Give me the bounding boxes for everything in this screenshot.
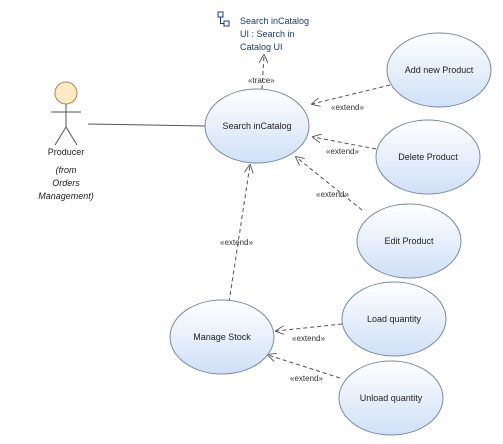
actor-note-line-1: (from bbox=[56, 165, 78, 175]
actor-left-leg bbox=[54, 126, 67, 146]
ui-component-line-3: Catalog UI bbox=[240, 42, 283, 52]
usecase-manage-stock[interactable]: Manage Stock bbox=[169, 299, 275, 375]
usecase-search[interactable]: Search inCatalog bbox=[204, 88, 310, 164]
actor-note-line-2: Orders bbox=[52, 178, 80, 188]
ui-component-line-2: UI : Search in bbox=[240, 29, 295, 39]
usecase-edit-product[interactable]: Edit Product bbox=[356, 203, 462, 279]
usecase-search-label: Search inCatalog bbox=[222, 121, 291, 131]
usecase-edit-product-label: Edit Product bbox=[384, 236, 434, 246]
extend-connector-unload[interactable] bbox=[268, 355, 341, 379]
ui-component-line-1: Search inCatalog bbox=[240, 16, 309, 26]
association-line[interactable] bbox=[87, 123, 206, 127]
usecase-delete-product[interactable]: Delete Product bbox=[375, 119, 481, 195]
actor-producer[interactable] bbox=[51, 81, 81, 146]
usecase-add-product[interactable]: Add new Product bbox=[386, 32, 492, 108]
actor-head bbox=[54, 81, 78, 105]
extend-connector-load[interactable] bbox=[276, 323, 343, 331]
ui-component-icon bbox=[217, 11, 230, 27]
extend-connector-manage[interactable] bbox=[228, 165, 250, 303]
actor-note-line-3: Management) bbox=[38, 191, 94, 201]
usecase-add-product-label: Add new Product bbox=[405, 65, 474, 75]
usecase-unload-quantity-label: Unload quantity bbox=[360, 393, 423, 403]
extend-label-unload: «extend» bbox=[290, 374, 323, 383]
extend-connector-edit[interactable] bbox=[296, 157, 363, 211]
extend-label-manage: «extend» bbox=[220, 238, 253, 247]
extend-label-add: «extend» bbox=[331, 103, 364, 112]
trace-label: «trace» bbox=[248, 76, 275, 85]
extend-label-edit: «extend» bbox=[316, 190, 349, 199]
usecase-load-quantity[interactable]: Load quantity bbox=[341, 281, 447, 357]
usecase-load-quantity-label: Load quantity bbox=[367, 314, 422, 324]
trace-connector[interactable] bbox=[262, 55, 264, 90]
actor-right-leg bbox=[65, 126, 78, 146]
extend-label-load: «extend» bbox=[292, 334, 325, 343]
extend-label-delete: «extend» bbox=[326, 147, 359, 156]
usecase-unload-quantity[interactable]: Unload quantity bbox=[338, 360, 444, 436]
extend-connector-add[interactable] bbox=[312, 84, 391, 104]
ui-component[interactable]: Search inCatalog UI : Search in Catalog … bbox=[217, 11, 309, 52]
usecase-manage-stock-label: Manage Stock bbox=[193, 332, 251, 342]
extend-connector-delete[interactable] bbox=[313, 137, 377, 150]
actor-name: Producer bbox=[48, 147, 85, 157]
usecase-delete-product-label: Delete Product bbox=[398, 152, 458, 162]
